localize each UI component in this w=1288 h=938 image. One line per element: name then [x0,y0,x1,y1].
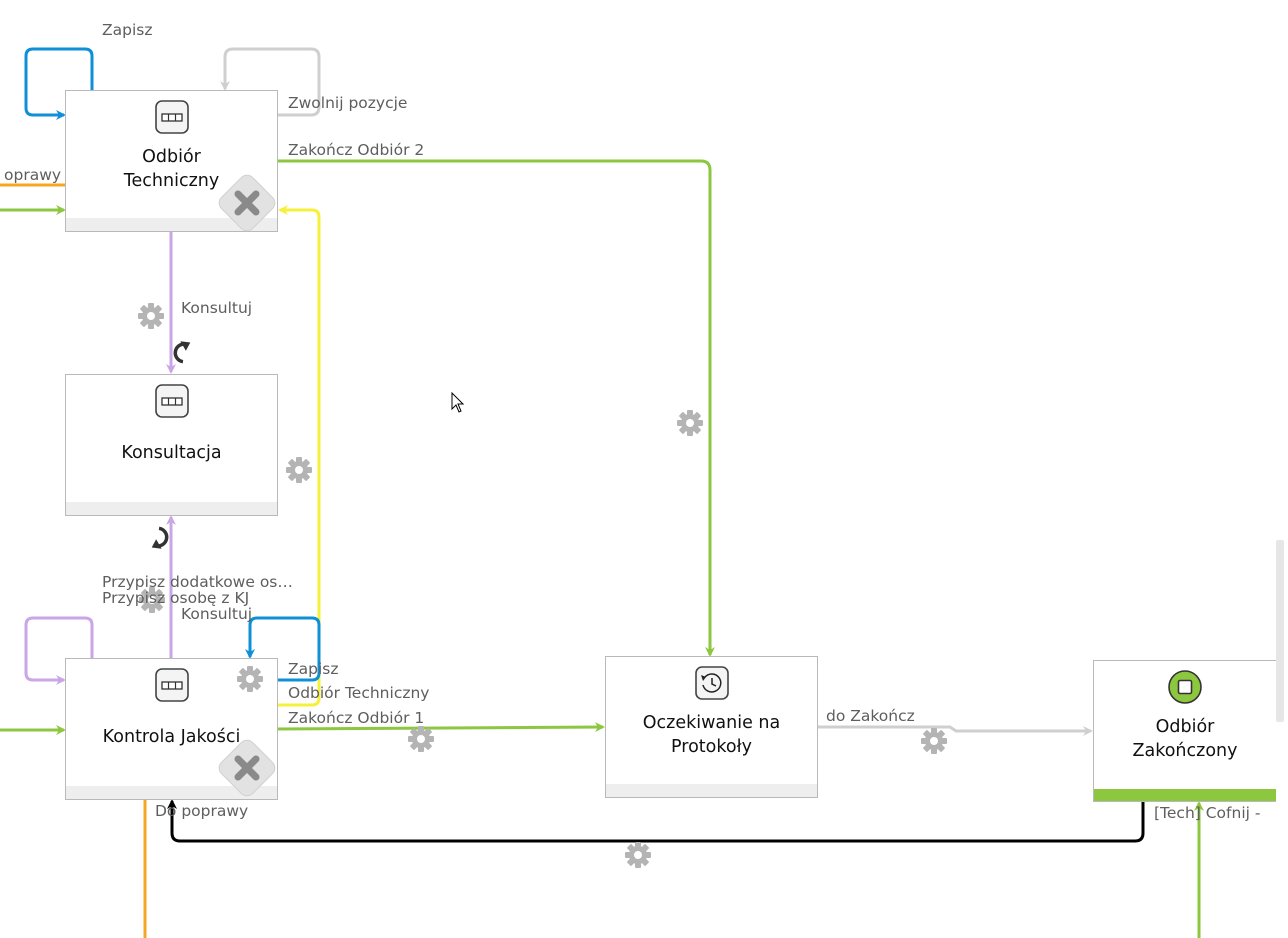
label-konsultuj-top[interactable]: Konsultuj [181,299,253,317]
task-icon [154,384,189,418]
mouse-cursor-icon [451,392,465,413]
gear-icon[interactable] [407,725,435,753]
node-footer [66,786,277,799]
label-tech-cofnij[interactable]: [Tech] Cofnij - [1154,804,1261,822]
label-do-zakoncz[interactable]: do Zakończ [826,707,915,725]
label-przypisz-osobe[interactable]: Przypisz osobę z KJ [102,589,250,607]
delete-icon[interactable] [211,732,283,804]
node-footer [66,502,277,515]
label-do-poprawy[interactable]: Do poprawy [155,802,249,820]
delete-icon[interactable] [211,167,283,239]
label-przypisz-dodatkowe[interactable]: Przypisz dodatkowe os… [102,573,293,591]
edge-tech-cofnij[interactable] [167,799,1145,843]
gear-icon[interactable] [285,456,313,484]
edge-zwolnij-pozycje[interactable] [220,47,321,117]
edge-przypisz-loop[interactable] [24,616,94,685]
scrollbar[interactable] [1276,540,1284,722]
node-odbior-zakonczony[interactable]: Odbiór Zakończony [1093,660,1276,802]
node-title: Oczekiwanie na Protokoły [642,712,781,757]
rotate-icon[interactable] [145,526,171,553]
node-konsultacja[interactable]: Konsultacja [65,374,278,516]
task-icon [154,668,189,702]
label-konsultuj-bottom[interactable]: Konsultuj [181,605,253,623]
gear-icon[interactable] [137,302,165,330]
label-zwolnij-pozycje[interactable]: Zwolnij pozycje [288,94,408,112]
gear-icon[interactable] [676,409,704,437]
node-footer [66,218,277,231]
timer-event-icon [694,666,729,700]
node-title: Konsultacja [121,442,222,463]
label-zapisz-top[interactable]: Zapisz [102,21,153,39]
edge-zakoncz-odbior-2[interactable] [277,159,715,657]
label-zakoncz-odbior-2[interactable]: Zakończ Odbiór 2 [288,141,425,159]
label-zakoncz-odbior-1[interactable]: Zakończ Odbiór 1 [288,709,425,727]
edge-zapisz-bottom[interactable] [245,616,321,682]
rotate-icon[interactable] [170,337,196,364]
edge-zakoncz-odbior-1[interactable] [276,722,605,733]
edge-zapisz-top[interactable] [24,47,94,120]
node-footer [1094,789,1276,801]
gear-icon[interactable] [138,586,166,614]
node-footer [606,784,817,797]
node-title: Odbiór Zakończony [1132,716,1238,761]
end-event-icon [1168,670,1202,704]
label-odbior-techniczny[interactable]: Odbiór Techniczny [288,684,430,702]
node-title: Odbiór Techniczny [123,146,220,191]
gear-icon[interactable] [236,665,264,693]
gear-icon[interactable] [920,727,948,755]
edge-do-zakoncz[interactable] [817,725,1093,736]
node-title: Kontrola Jakości [102,726,241,747]
task-icon [154,100,189,134]
label-zapisz-bottom[interactable]: Zapisz [288,660,339,678]
gear-icon[interactable] [624,841,652,869]
node-oczekiwanie-na-protokoly[interactable]: Oczekiwanie na Protokoły [605,656,818,798]
edge-odbior-techniczny[interactable] [277,205,321,707]
label-do-poprawy-left[interactable]: oprawy [4,166,62,184]
